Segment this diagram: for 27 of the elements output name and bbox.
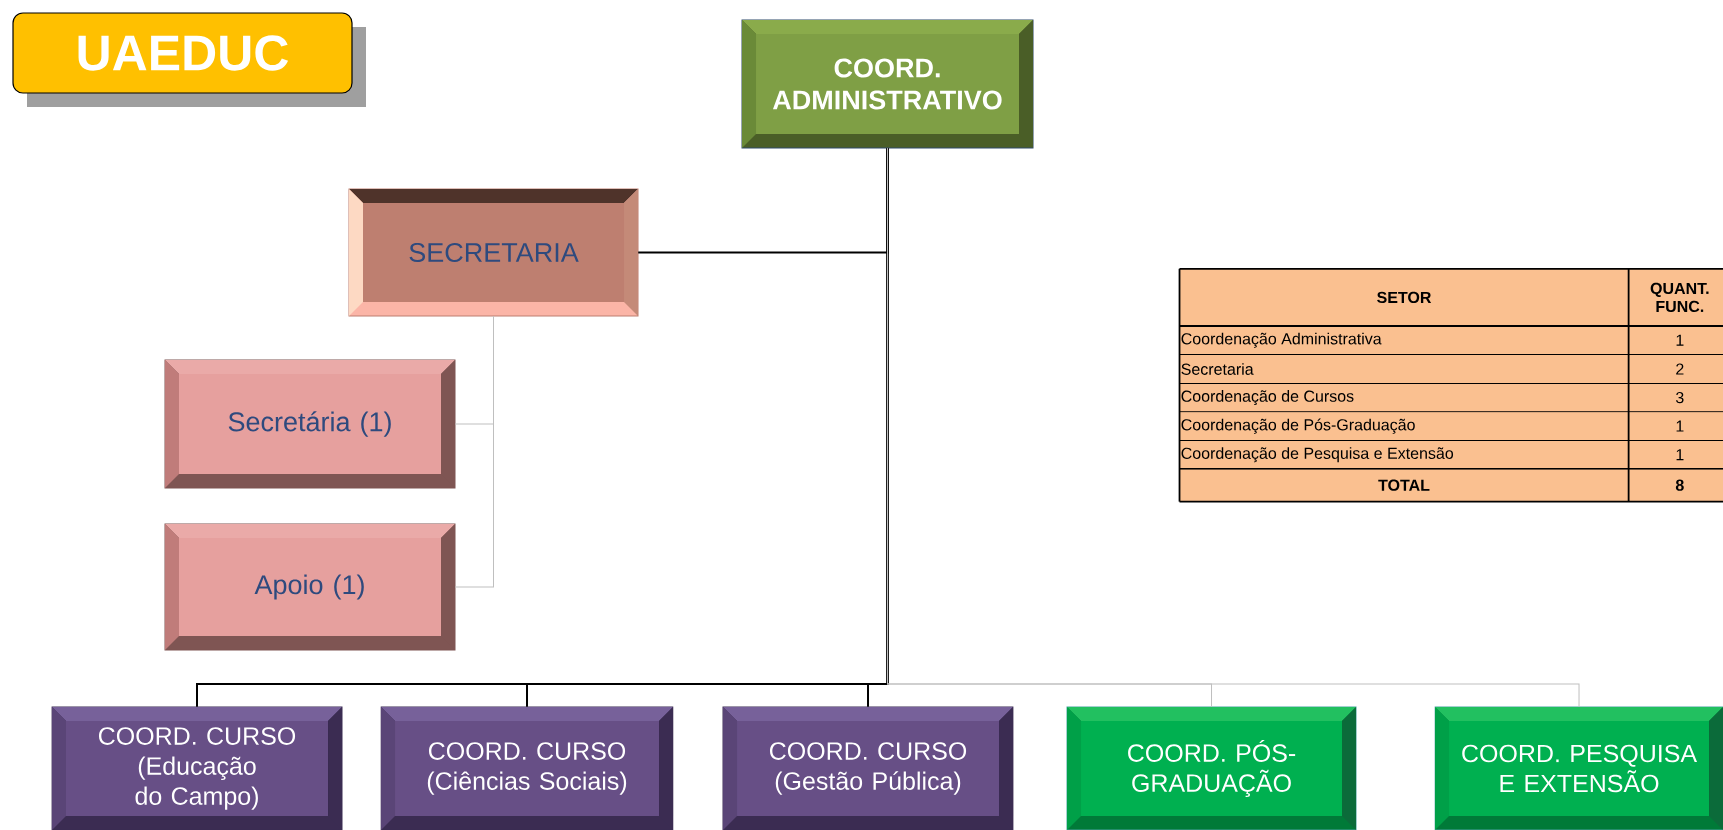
table-cell: TOTAL — [1378, 479, 1430, 491]
table-cell: Secretaria — [1181, 363, 1254, 375]
org-box: COORD. PESQUISA E EXTENSÃO — [1434, 706, 1723, 830]
org-box: COORD. ADMINISTRATIVO — [741, 19, 1034, 149]
org-box: Secretária (1) — [164, 359, 456, 489]
table-cell: 1 — [1676, 449, 1684, 461]
org-box: COORD. PÓS-GRADUAÇÃO — [1066, 706, 1357, 830]
table-cell: 2 — [1676, 363, 1684, 375]
table-cell: Coordenação de Pós-Graduação — [1181, 418, 1415, 434]
table-cell: QUANT. FUNC. — [1650, 282, 1709, 313]
org-box: SECRETARIA — [348, 188, 639, 317]
table-cell: Coordenação de Pesquisa e Extensão — [1181, 447, 1454, 463]
table-cell: SETOR — [1377, 291, 1432, 304]
table-cell: 1 — [1676, 420, 1684, 432]
org-box: COORD. CURSO (Ciências Sociais) — [380, 706, 674, 830]
title-badge: UAEDUC — [12, 12, 366, 107]
connector-line — [887, 147, 1580, 708]
table-cell: Coordenação de Cursos — [1181, 390, 1354, 406]
connector-line — [454, 315, 494, 588]
org-box: Apoio (1) — [164, 523, 456, 651]
table-cell: 8 — [1675, 479, 1684, 491]
table-cell: Coordenação Administrativa — [1181, 332, 1382, 348]
connector-line — [867, 147, 889, 708]
org-box: COORD. CURSO (Gestão Pública) — [722, 706, 1014, 830]
table-cell: 3 — [1676, 391, 1684, 404]
table-cell: 1 — [1676, 334, 1684, 346]
org-box: COORD. CURSO (Educação do Campo) — [51, 706, 343, 830]
